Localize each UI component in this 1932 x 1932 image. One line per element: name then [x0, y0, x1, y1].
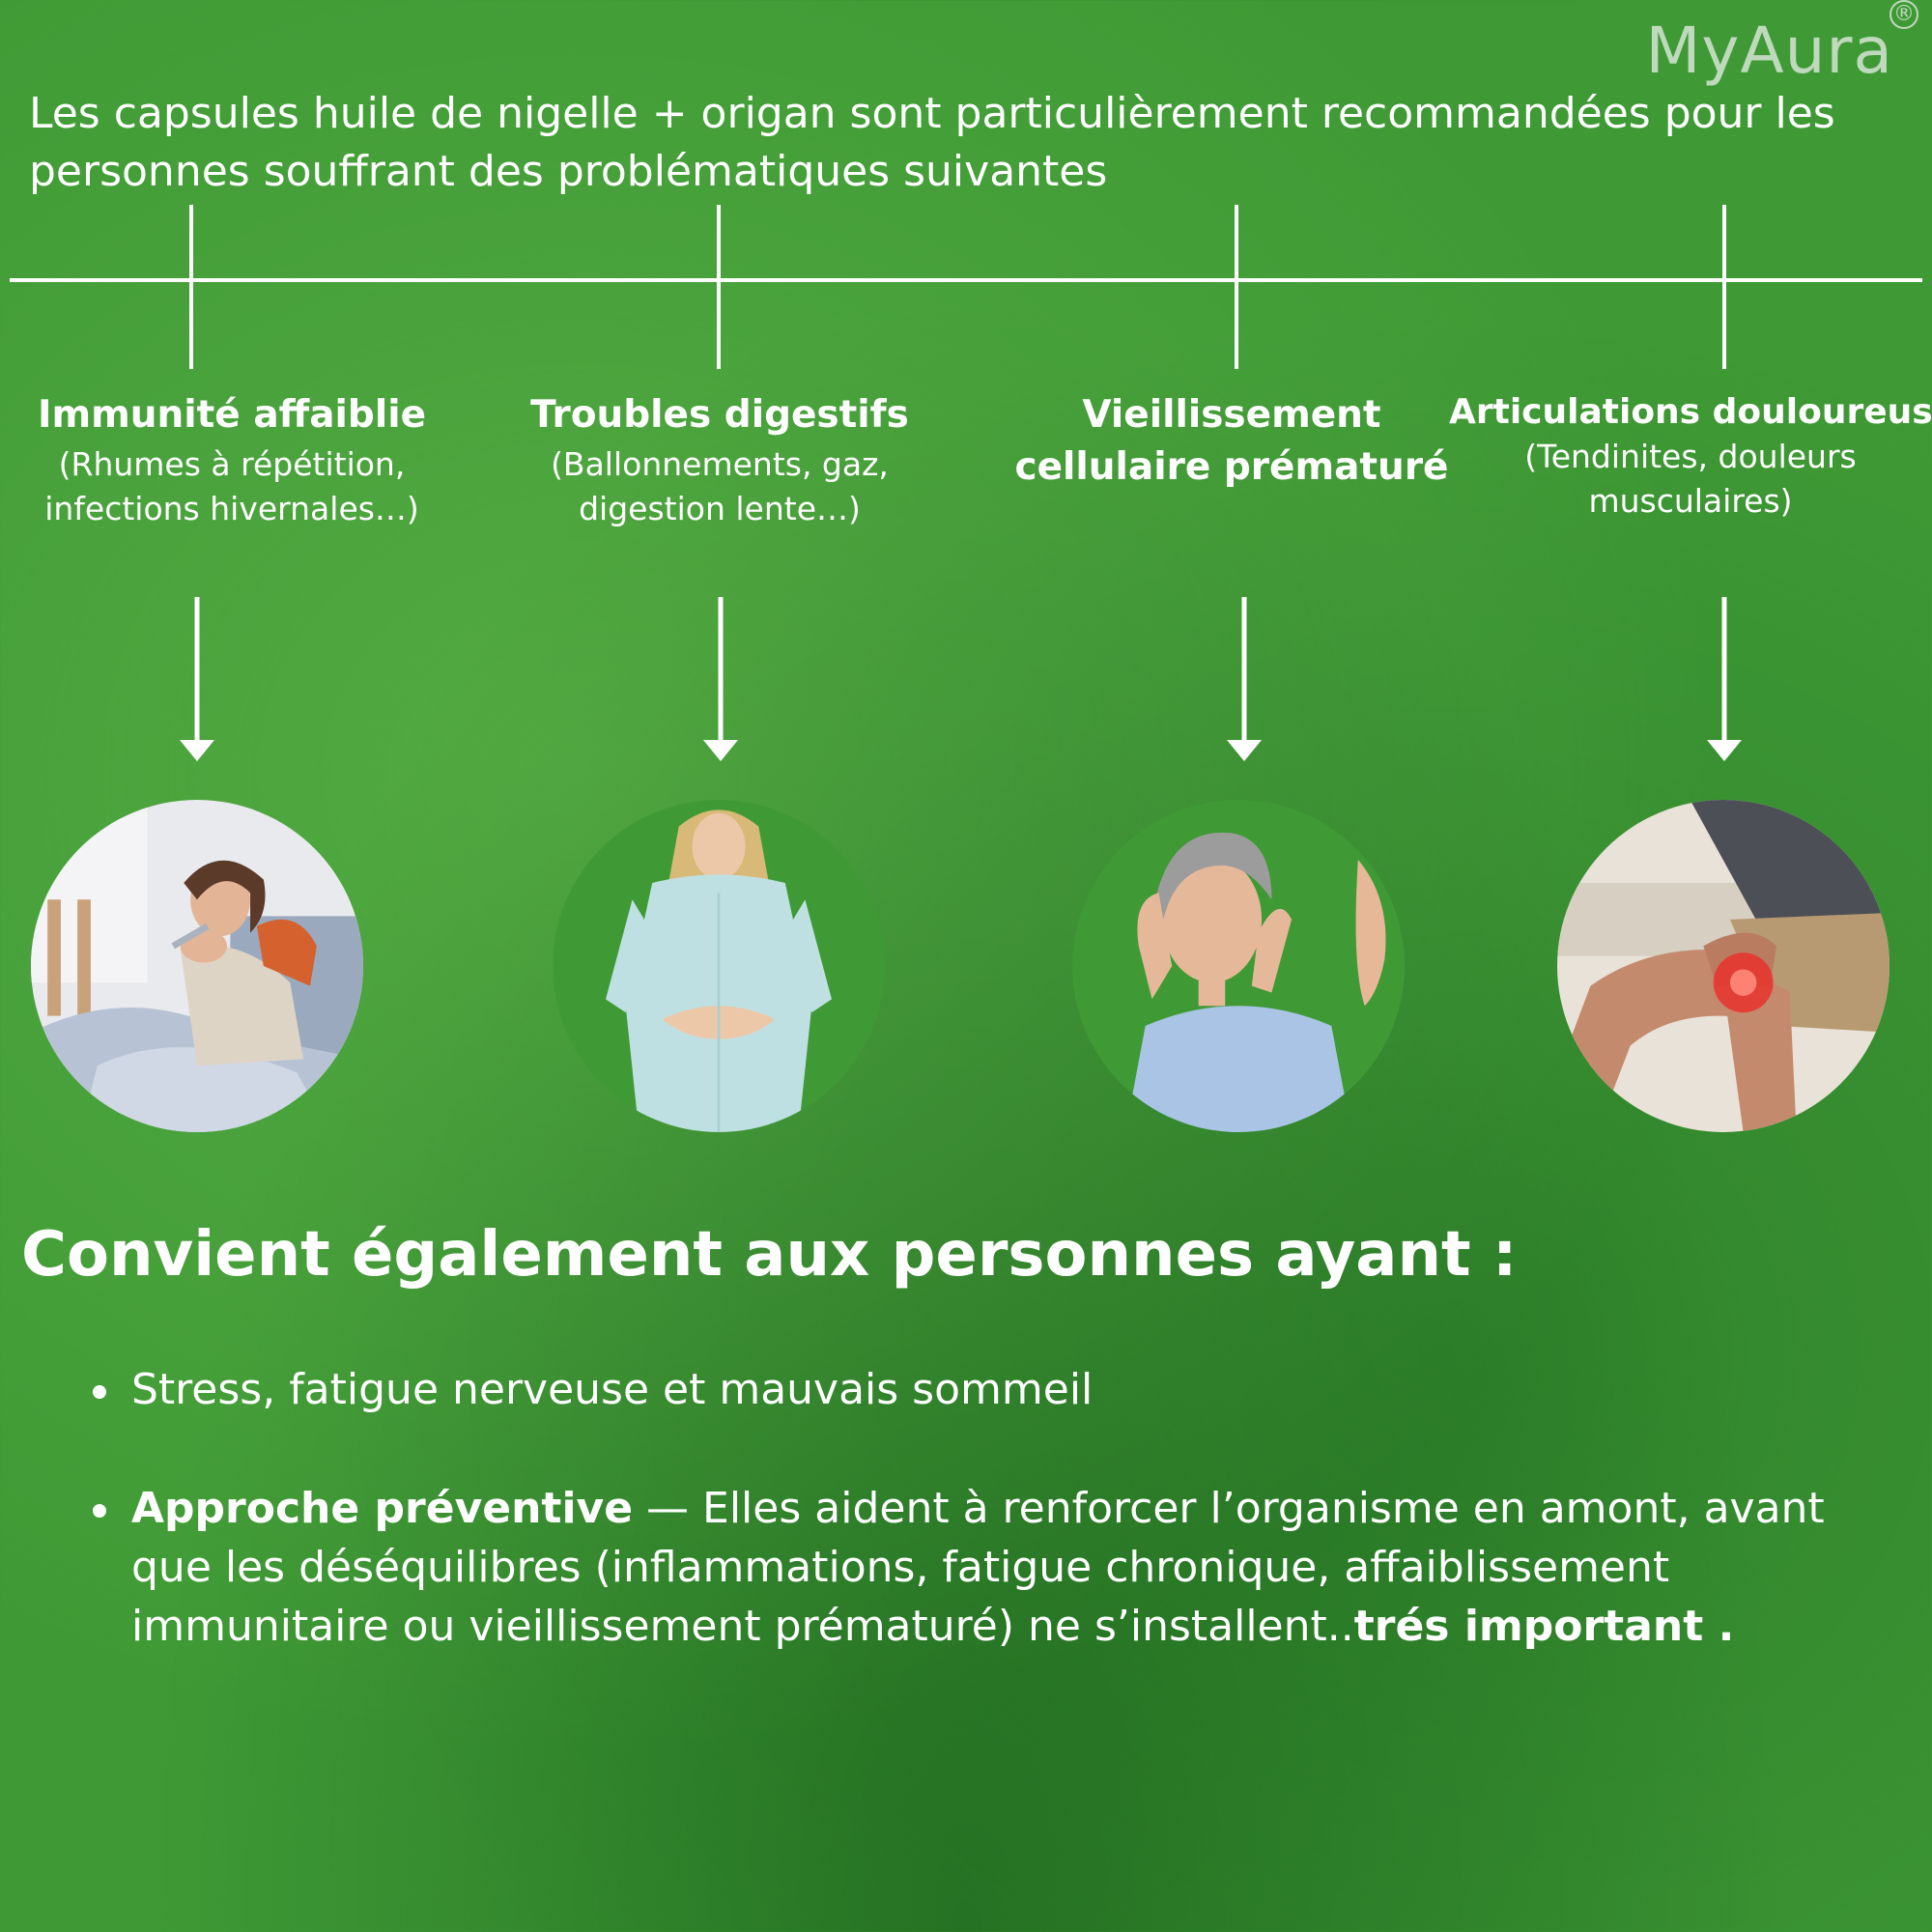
photo-digestive-woman: [553, 800, 885, 1132]
bullet-icon: [93, 1385, 106, 1399]
bullet-bold-preventive: Approche préventive: [131, 1484, 634, 1533]
arrow-down-icon: [1227, 597, 1262, 761]
timeline-tick-2: [717, 205, 721, 369]
column-title-immunity: Immunité affaiblie: [37, 393, 427, 437]
arrow-down-icon: [180, 597, 214, 761]
section-title: Convient également aux personnes ayant :: [21, 1219, 1518, 1291]
column-title-joints: Articulations douloureuses: [1449, 392, 1932, 432]
arrow-down-icon: [1707, 597, 1742, 761]
bullet-emphasis: trés important .: [1353, 1602, 1735, 1651]
timeline-tick-4: [1722, 205, 1726, 369]
photo-knee-pain: [1557, 800, 1889, 1132]
column-subtitle-joints: (Tendinites, douleurs musculaires): [1524, 438, 1857, 520]
timeline-line: [10, 278, 1922, 282]
bullet-icon: [93, 1504, 106, 1518]
brand-logo: MyAura: [1645, 14, 1893, 88]
list-item: Approche préventive — Elles aident à ren…: [93, 1479, 1889, 1656]
column-title-aging: Vieillissement cellulaire prématuré: [1014, 393, 1449, 489]
list-item: Stress, fatigue nerveuse et mauvais somm…: [93, 1360, 1889, 1419]
timeline-tick-3: [1235, 205, 1238, 369]
timeline-tick-1: [189, 205, 193, 369]
intro-text: Les capsules huile de nigelle + origan s…: [29, 89, 1835, 196]
brand-name: MyAura: [1645, 14, 1893, 88]
arrow-down-icon: [703, 597, 738, 761]
benefits-list: Stress, fatigue nerveuse et mauvais somm…: [93, 1360, 1889, 1716]
column-subtitle-digestive: (Ballonnements, gaz, digestion lente…): [551, 445, 889, 527]
registered-mark: ®: [1889, 0, 1918, 29]
bullet-text-stress: Stress, fatigue nerveuse et mauvais somm…: [131, 1365, 1094, 1414]
photo-sick-woman: [31, 800, 363, 1132]
column-subtitle-immunity: (Rhumes à répétition, infections hiverna…: [44, 445, 419, 527]
photo-aging-woman: [1072, 800, 1405, 1132]
bullet-text-preventive: — Elles aident à renforcer l’organisme e…: [131, 1484, 1825, 1651]
column-title-digestive: Troubles digestifs: [530, 393, 909, 437]
